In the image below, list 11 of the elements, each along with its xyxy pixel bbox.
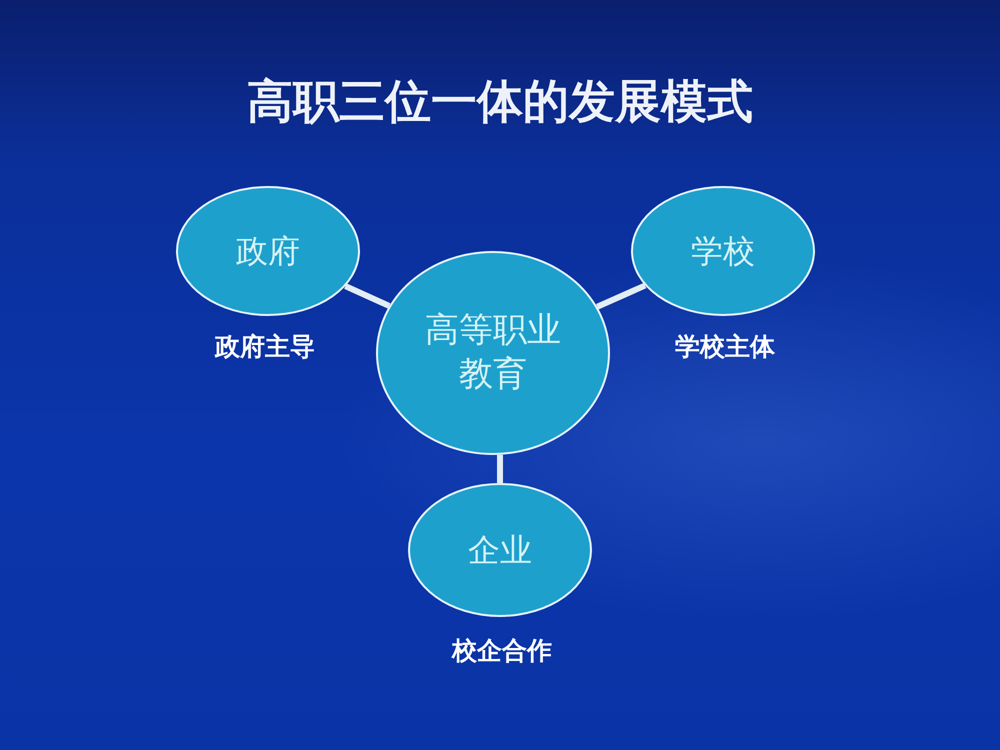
connector-line: [344, 283, 390, 309]
connector-line: [497, 454, 503, 483]
node-caption: 学校主体: [675, 332, 775, 362]
node-caption: 校企合作: [452, 636, 552, 666]
node-label: 企业: [467, 530, 533, 570]
node-label: 学校: [690, 232, 756, 271]
node-label: 政府: [235, 232, 301, 271]
node-caption: 政府主导: [215, 332, 315, 362]
node-label: 高等职业教育: [424, 311, 562, 395]
title: 高职三位一体的发展模式: [247, 75, 753, 129]
connector-line: [596, 282, 646, 310]
